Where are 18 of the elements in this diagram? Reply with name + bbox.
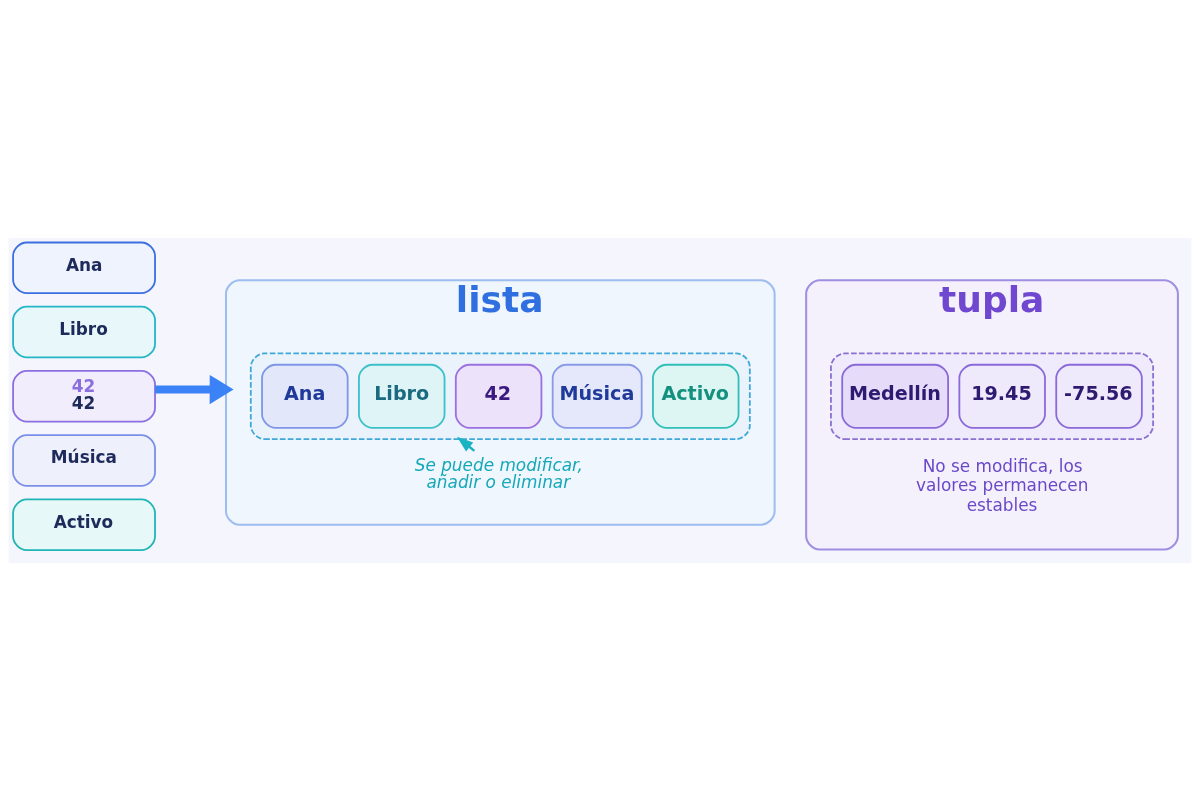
cluster [830,352,1154,440]
node-box: Ana [261,363,349,429]
node-box: Ana [12,241,156,294]
arrow [155,374,234,404]
node-box: Libro [358,363,446,429]
label: No se modifica, los valores permanecen estables [915,455,1089,515]
node-box: Medellín [841,363,949,429]
node-box: Música [12,433,156,487]
node-box: Activo [12,497,156,551]
node-box: Libro [12,305,156,358]
node-box: Música [551,363,643,429]
cluster [249,352,751,440]
node-box: -75.56 [1055,363,1143,429]
node-box: 42 [454,363,543,429]
node-box: 42 42 [12,369,156,422]
node-text: Se puede modificar, añadir o eliminar [414,454,583,492]
node-box: 19.45 [958,363,1046,429]
node-box: Activo [652,363,740,429]
